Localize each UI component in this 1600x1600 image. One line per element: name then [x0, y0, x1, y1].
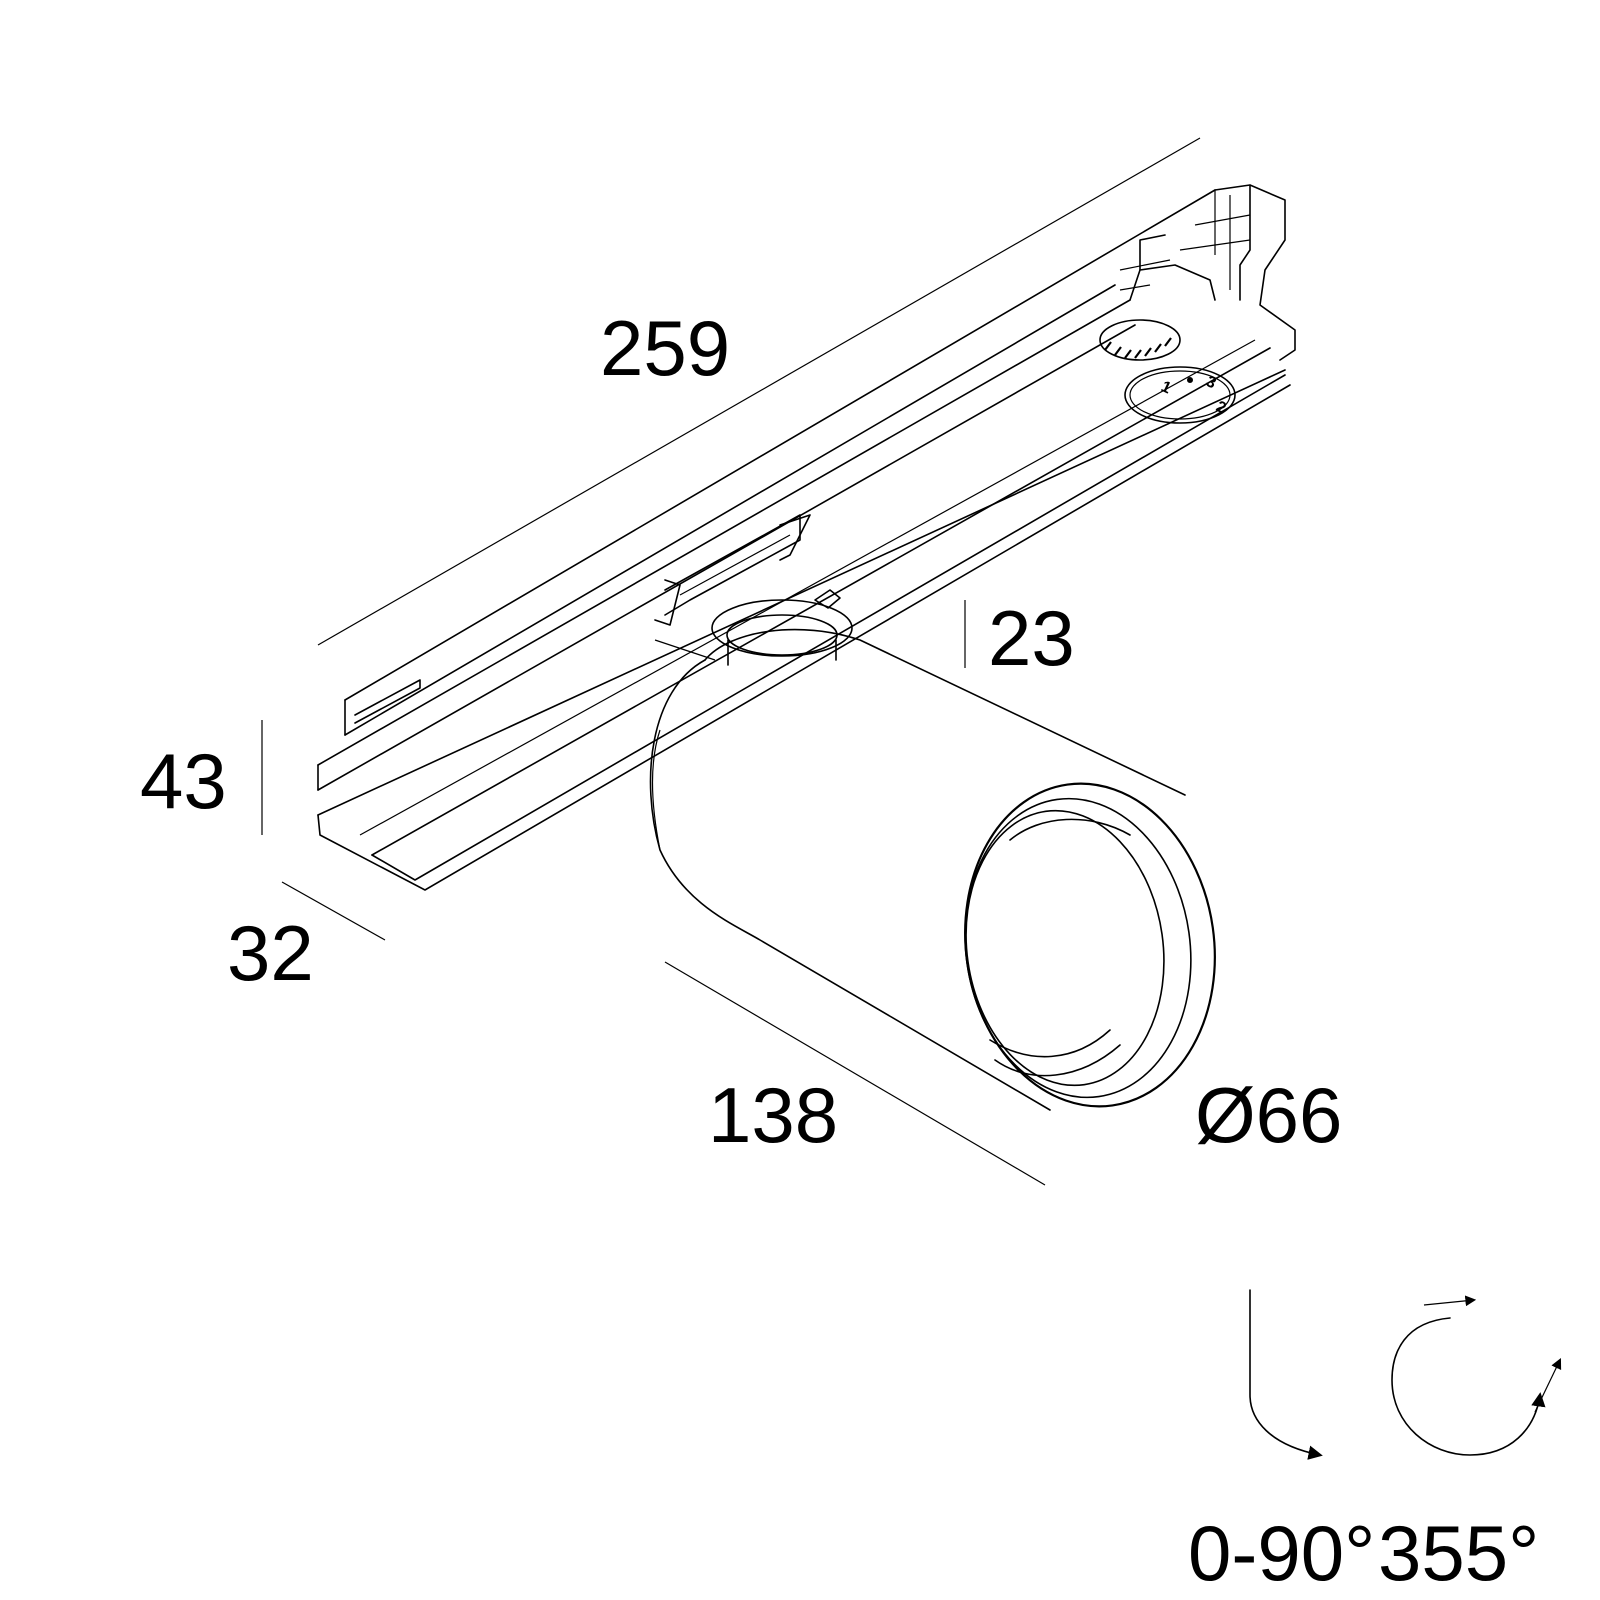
- tilt-arrow-icon: [1249, 1289, 1323, 1460]
- phase-label-1: 1: [1158, 378, 1173, 397]
- phase-dial: 1 3 2: [1124, 366, 1236, 424]
- dim-depth-label: 32: [227, 909, 314, 997]
- rotate-range-label: 355°: [1378, 1509, 1539, 1597]
- dim-spot-length-label: 138: [708, 1071, 838, 1159]
- phase-label-3: 3: [1203, 373, 1218, 392]
- dimension-lines: [261, 137, 1201, 1186]
- rotate-arrow-icon: [1391, 1295, 1562, 1456]
- gear-wheel: [1099, 319, 1181, 361]
- dim-length-label: 259: [600, 304, 730, 392]
- dim-height-label: 43: [140, 737, 227, 825]
- tilt-range-label: 0-90°: [1188, 1509, 1375, 1597]
- track-adapter: 1 3 2: [317, 184, 1296, 891]
- dim-adapter-height-label: 23: [988, 594, 1075, 682]
- spot-head: [649, 589, 1216, 1111]
- dim-diameter-label: Ø66: [1195, 1071, 1342, 1159]
